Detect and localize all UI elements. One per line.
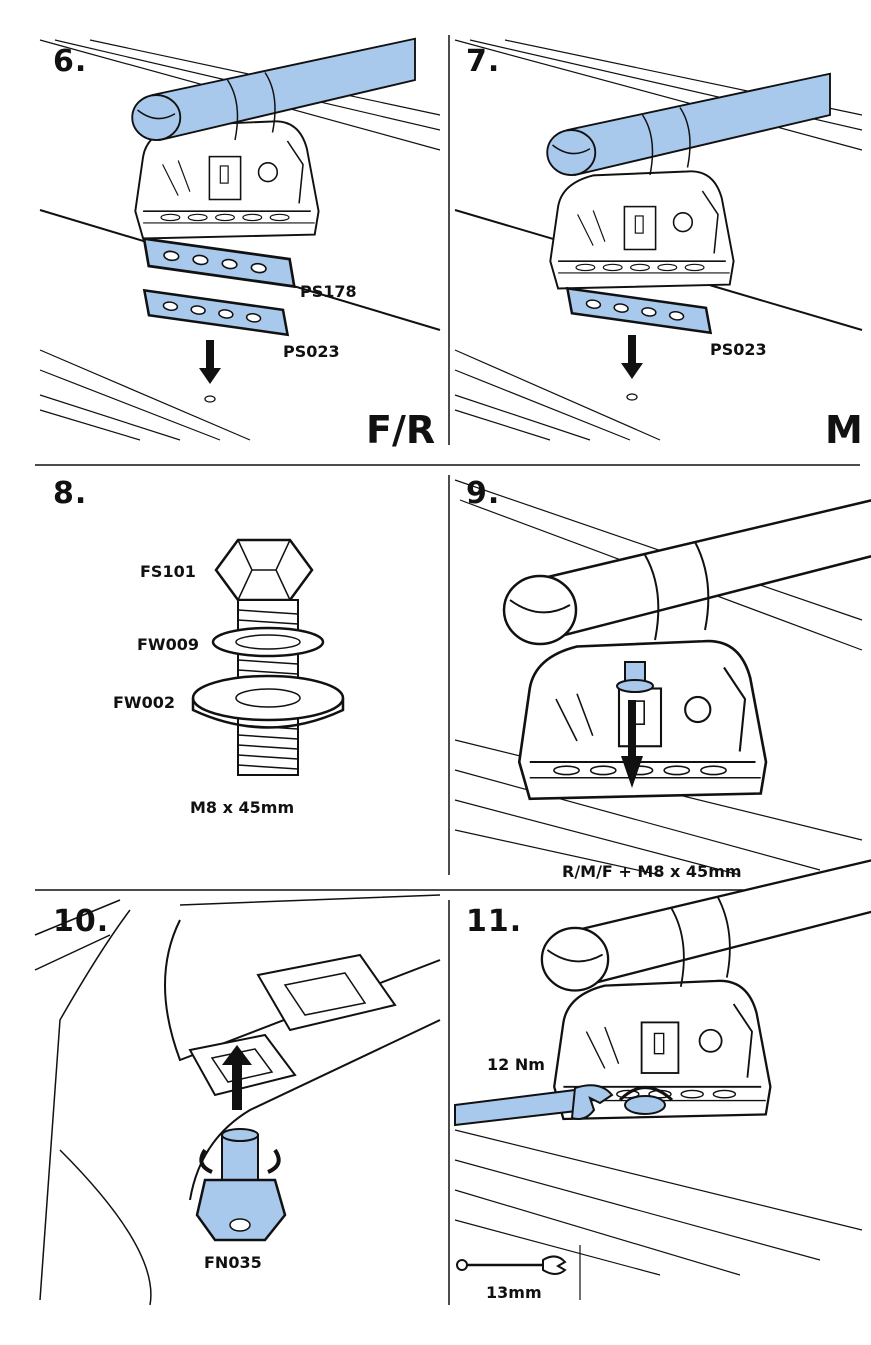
step-11-illustration bbox=[454, 847, 871, 1300]
step-6-illustration bbox=[39, 37, 441, 441]
step-10-illustration bbox=[34, 894, 441, 1306]
step-9-illustration bbox=[454, 479, 871, 876]
label-fs101: FS101 bbox=[140, 562, 196, 581]
variant-fr: F/R bbox=[366, 408, 436, 452]
step-9-caption: R/M/F + M8 x 45mm bbox=[562, 862, 742, 881]
label-bolt-size: M8 x 45mm bbox=[190, 798, 295, 817]
label-ps023-step7: PS023 bbox=[710, 340, 767, 359]
step-number-8: 8. bbox=[53, 476, 88, 511]
label-fn035: FN035 bbox=[204, 1253, 262, 1272]
tool-size-label: 13mm bbox=[486, 1283, 542, 1302]
step-8-bolt bbox=[191, 538, 345, 776]
step-number-10: 10. bbox=[53, 904, 110, 939]
variant-m: M bbox=[825, 408, 863, 452]
label-fw002: FW002 bbox=[113, 693, 175, 712]
step-number-9: 9. bbox=[466, 476, 501, 511]
label-ps178: PS178 bbox=[300, 282, 357, 301]
step-7-illustration bbox=[454, 39, 863, 441]
step-number-6: 6. bbox=[53, 44, 88, 79]
label-ps023-step6: PS023 bbox=[283, 342, 340, 361]
torque-label: 12 Nm bbox=[487, 1055, 545, 1074]
label-fw009: FW009 bbox=[137, 635, 199, 654]
step-number-11: 11. bbox=[466, 904, 523, 939]
step-number-7: 7. bbox=[466, 44, 501, 79]
